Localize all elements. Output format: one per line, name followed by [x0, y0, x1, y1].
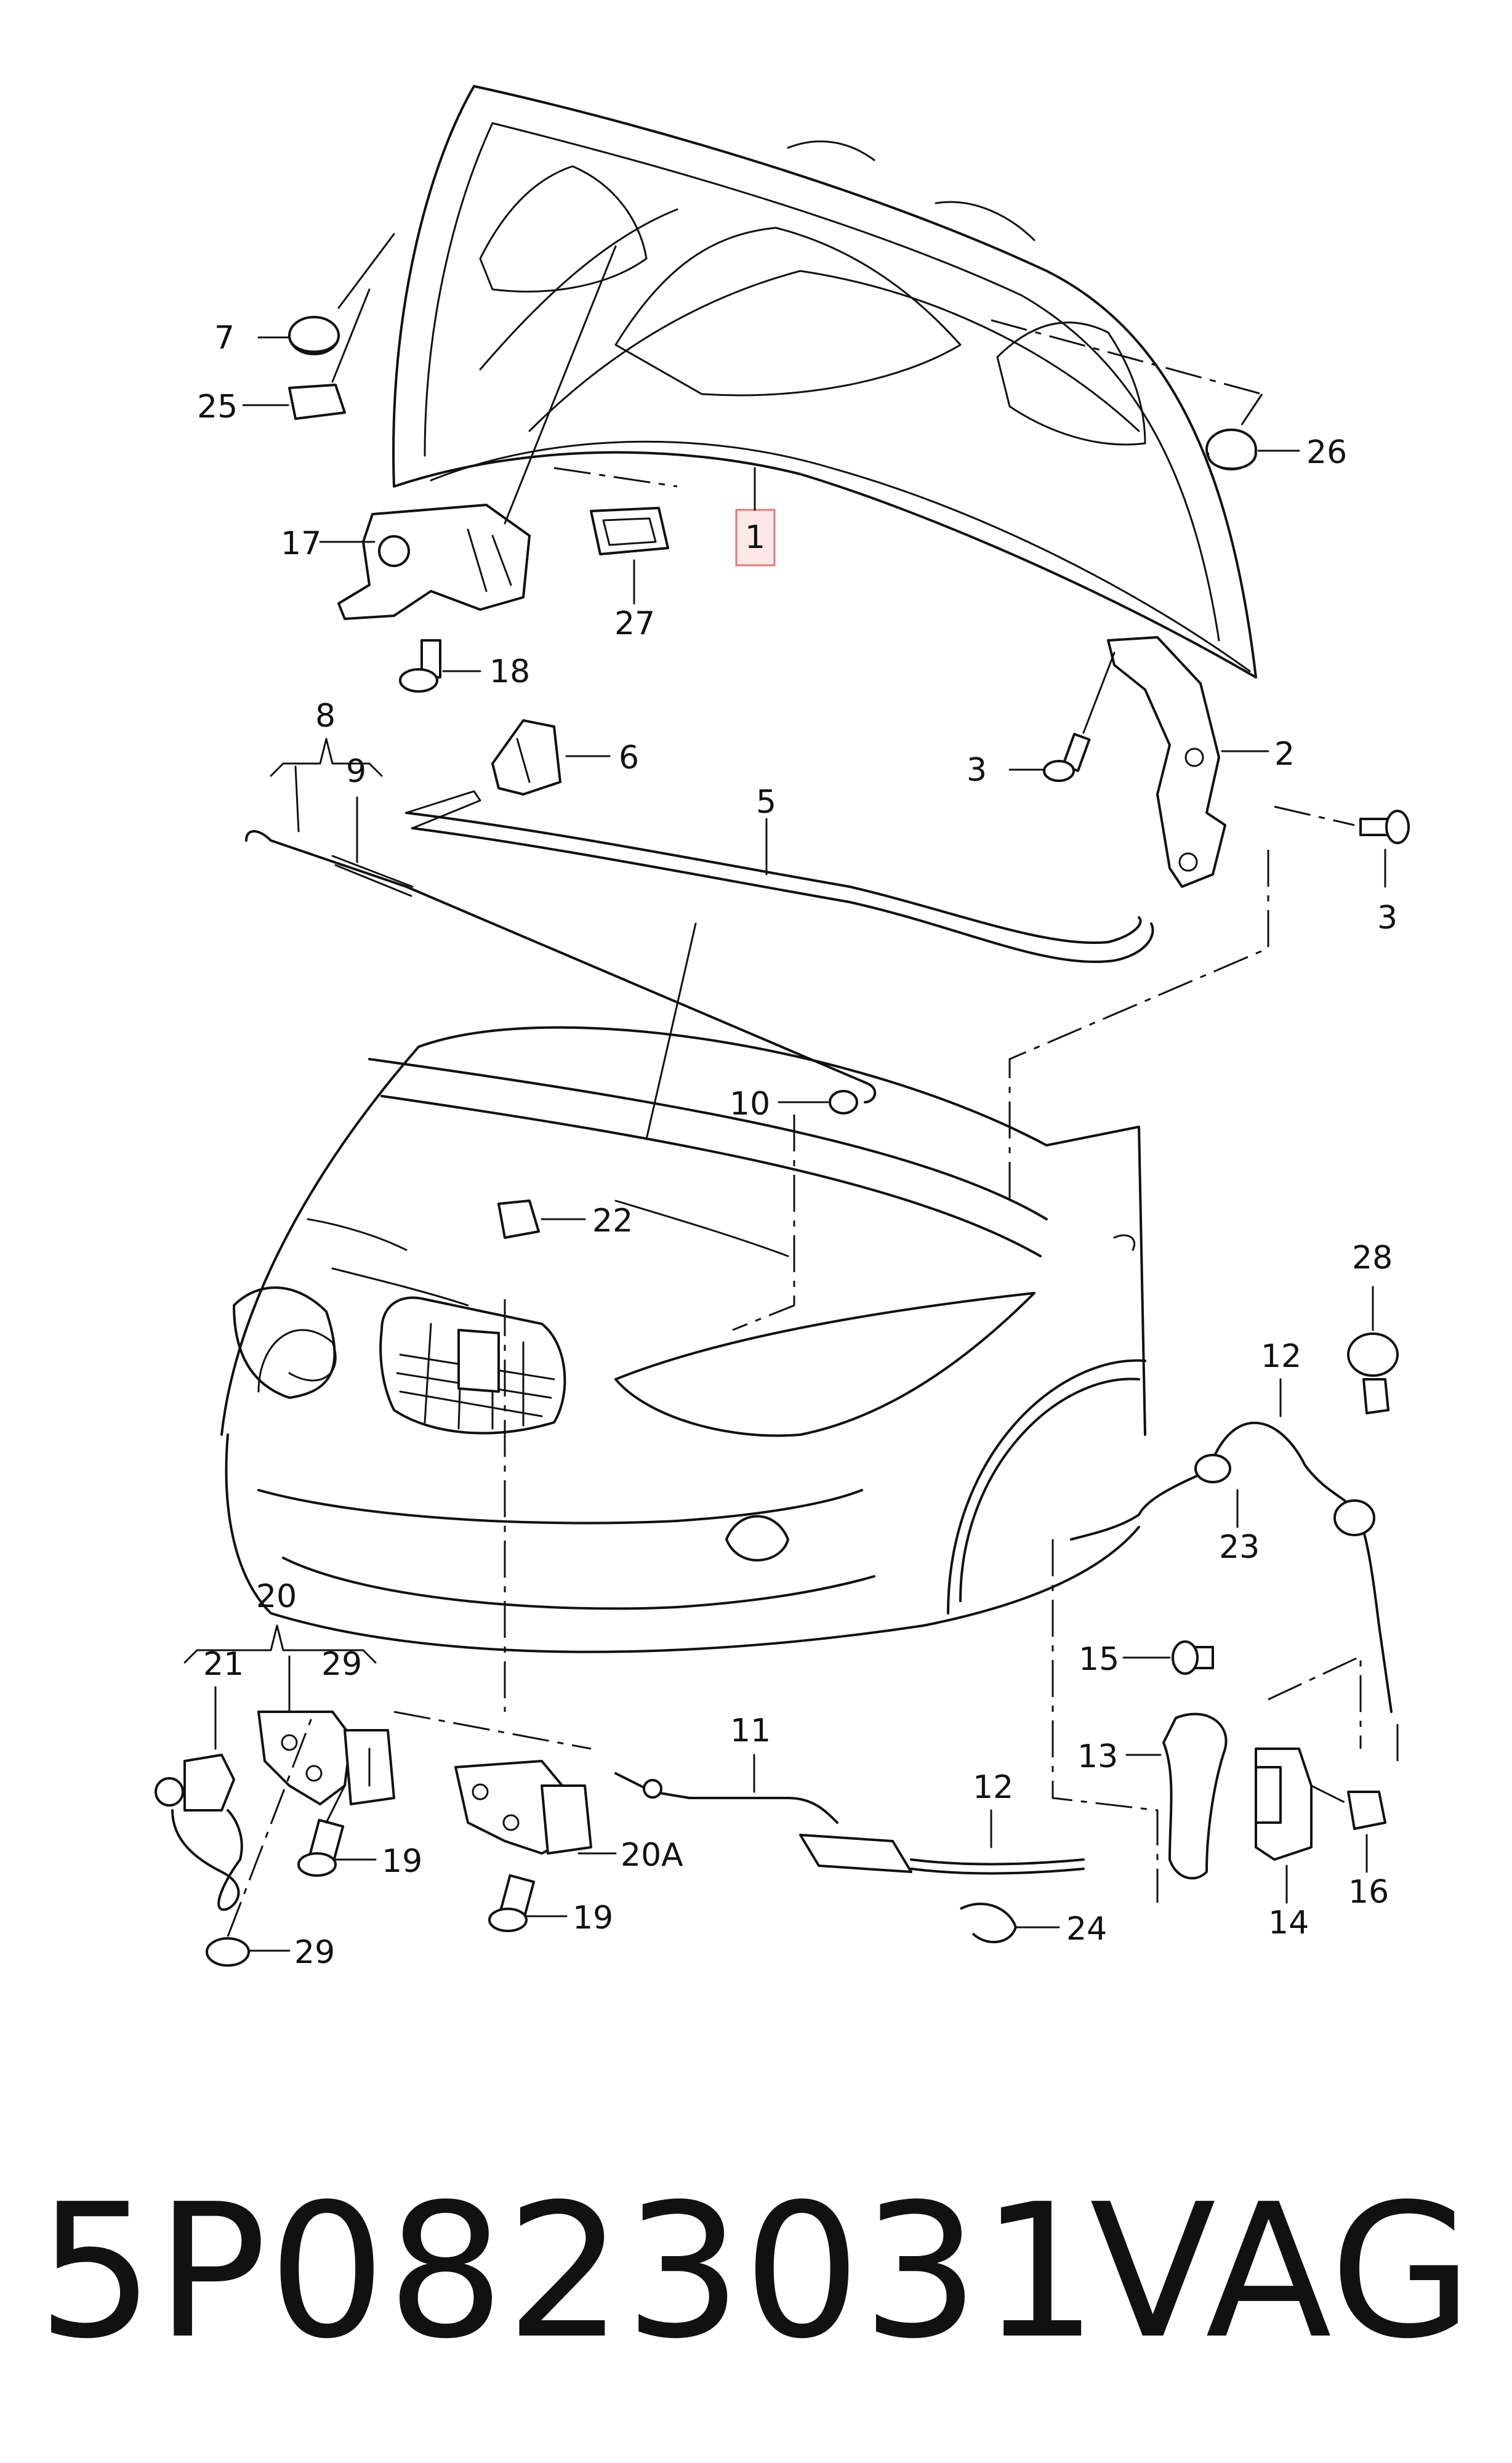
bolt-part-19-left: 19 — [297, 1784, 422, 1880]
clip-part-16: 16 — [1311, 1784, 1389, 1911]
vehicle-front — [220, 1026, 1146, 1653]
callout-21: 21 — [203, 1646, 244, 1683]
callout-5: 5 — [756, 784, 776, 821]
callout-20: 20 — [256, 1578, 297, 1615]
callout-1: 1 — [745, 519, 765, 556]
callout-2: 2 — [1274, 736, 1295, 773]
callout-23: 23 — [1219, 1529, 1260, 1566]
callout-22: 22 — [592, 1203, 633, 1240]
callout-8: 8 — [315, 698, 336, 735]
cable-part-12-upper: 12 23 28 — [1070, 1240, 1399, 1713]
callout-17: 17 — [281, 525, 321, 562]
callout-19-left: 19 — [382, 1843, 422, 1880]
bracket-part-6: 6 — [491, 719, 639, 796]
lock-part-20 — [257, 1711, 395, 1805]
bolt-part-3-upper: 3 — [967, 651, 1116, 789]
hinge-part-2: 2 — [1107, 636, 1295, 888]
callout-6: 6 — [619, 740, 639, 776]
callout-12-upper: 12 — [1261, 1338, 1301, 1375]
callout-13: 13 — [1077, 1738, 1118, 1775]
callout-12-lower: 12 — [973, 1769, 1013, 1806]
callout-26: 26 — [1306, 434, 1347, 471]
bolt-part-3-lower: 3 — [1274, 805, 1410, 937]
callout-3-lower: 3 — [1377, 900, 1397, 937]
callout-15: 15 — [1079, 1641, 1119, 1678]
hood-panel — [392, 85, 1257, 679]
brand-name: VAG — [1090, 2164, 1474, 2379]
callout-27: 27 — [614, 605, 655, 642]
seal-part-5: 5 — [405, 784, 1154, 1140]
callout-9: 9 — [346, 753, 366, 790]
lock-striker-part-17: 17 — [281, 245, 617, 620]
hood-stay-part-8: 8 9 — [245, 698, 877, 1103]
bolt-part-19-right: 19 — [488, 1874, 613, 1937]
callout-19-right: 19 — [573, 1900, 613, 1937]
part-1-callout: 1 — [735, 467, 776, 566]
callout-11: 11 — [730, 1712, 771, 1749]
bolt-part-18: 18 — [399, 639, 530, 693]
release-handle-part-13: 13 — [1077, 1712, 1228, 1880]
buffer-part-26: 26 — [1205, 429, 1347, 471]
part-number: 5P0823031 — [37, 2164, 1100, 2379]
callout-24: 24 — [1066, 1911, 1107, 1948]
callout-14: 14 — [1268, 1905, 1309, 1941]
lock-part-20A: 20A — [454, 1760, 683, 1874]
callout-29-upper: 29 — [321, 1646, 362, 1683]
callout-29-lower: 29 — [294, 1934, 335, 1971]
bolt-part-15: 15 — [1079, 1640, 1214, 1678]
grommet-part-27: 27 — [590, 507, 669, 642]
plug-part-29: 29 — [206, 1711, 335, 1971]
buffer-part-25: 25 — [197, 288, 371, 425]
callout-18: 18 — [489, 653, 530, 690]
grommet-part-10: 10 — [730, 1086, 858, 1331]
lock-group-part-20: 20 21 29 — [183, 1578, 377, 1750]
callout-20A: 20A — [621, 1837, 683, 1874]
buffer-part-7: 7 — [214, 233, 395, 357]
clip-part-22: 22 — [497, 1199, 633, 1240]
callout-3-upper: 3 — [967, 752, 987, 789]
bracket-part-14: 14 — [1255, 1747, 1313, 1941]
cable-part-11: 11 — [614, 1712, 838, 1824]
callout-28: 28 — [1352, 1240, 1393, 1276]
callout-7: 7 — [214, 320, 235, 357]
callout-16: 16 — [1348, 1874, 1389, 1911]
callout-10: 10 — [730, 1086, 770, 1123]
callout-25: 25 — [197, 389, 238, 425]
cable-part-12-lower: 12 24 — [799, 1769, 1107, 1948]
microswitch-part-21 — [155, 1754, 243, 1911]
